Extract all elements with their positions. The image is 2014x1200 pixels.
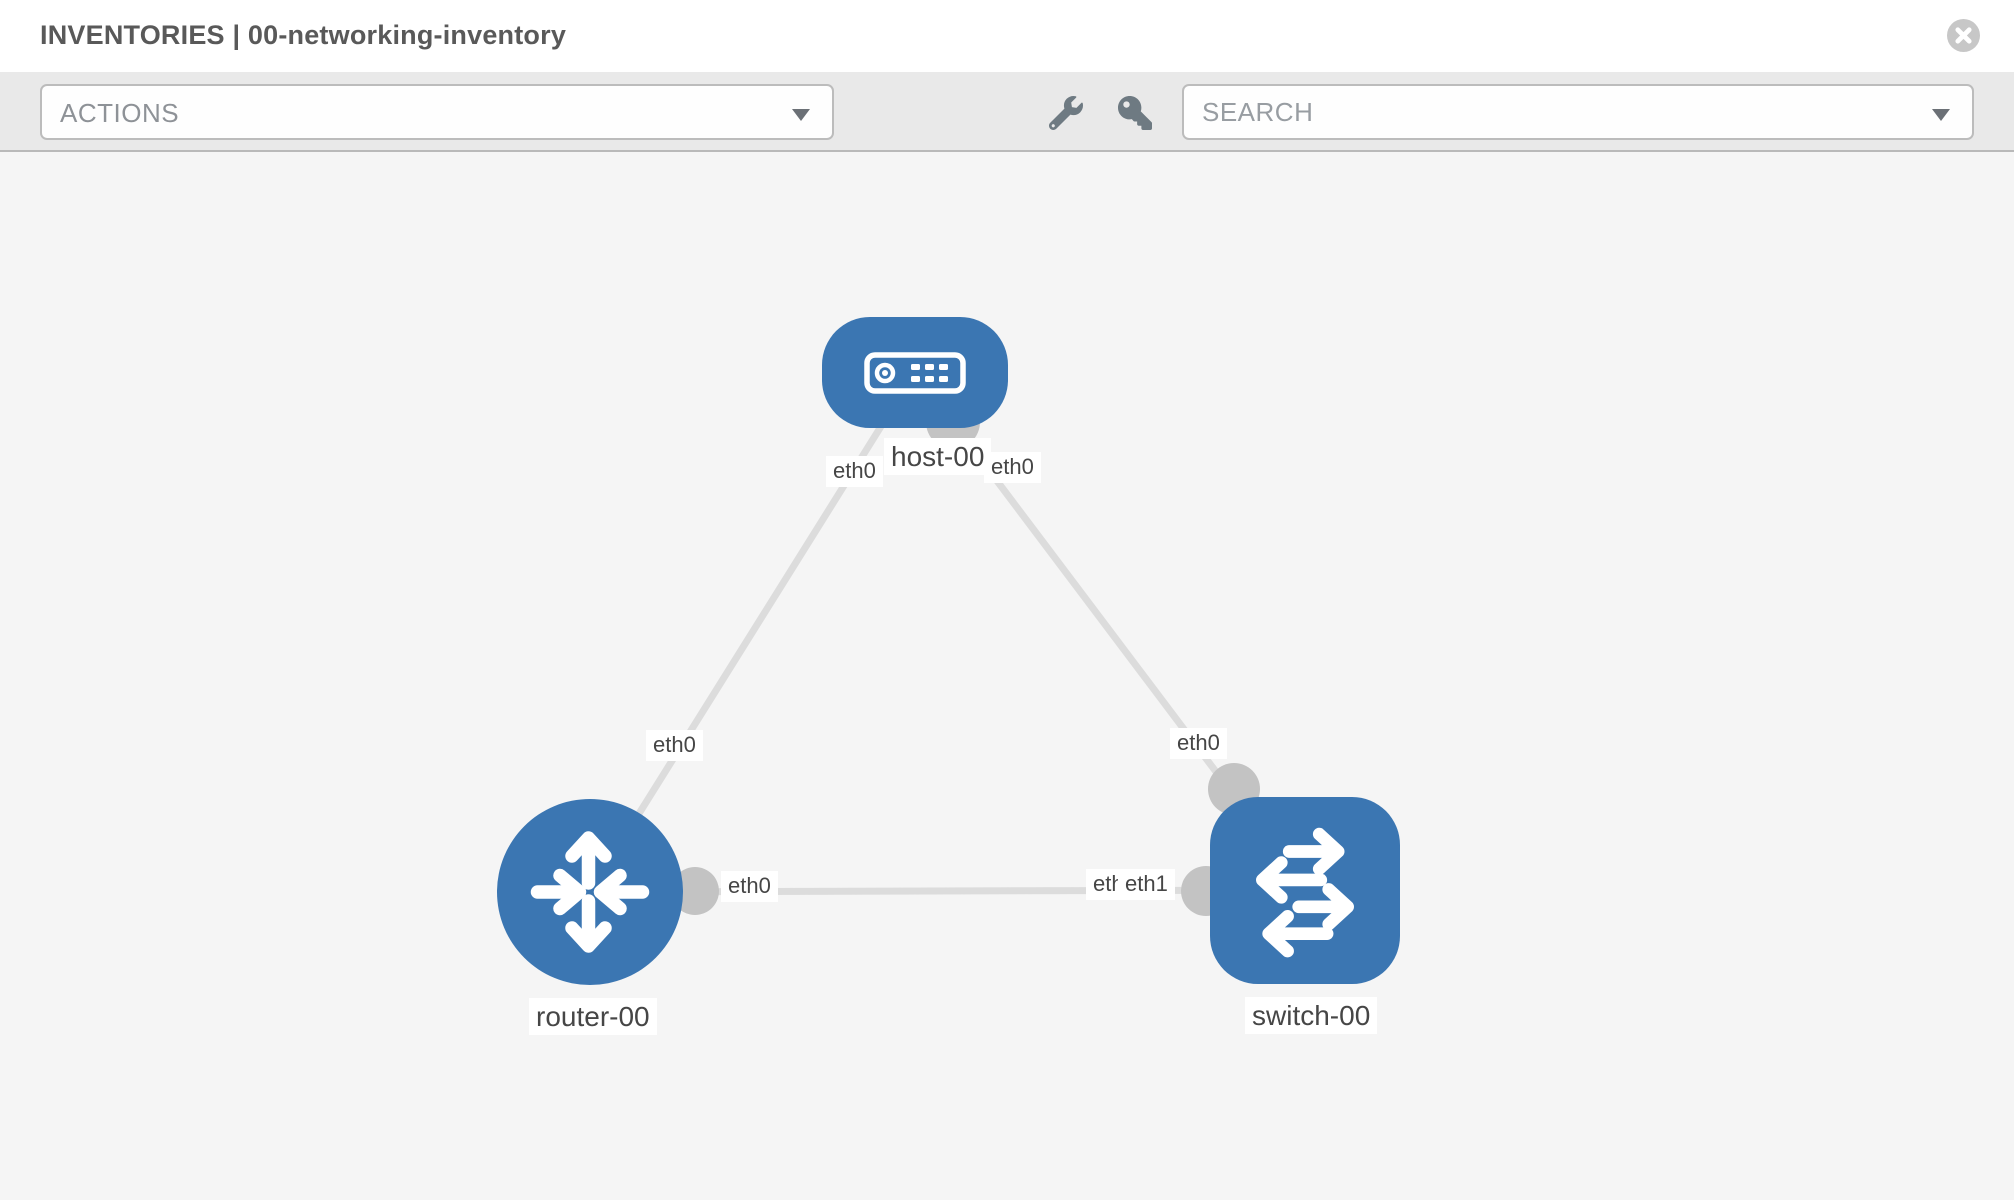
node-router-00[interactable] (497, 799, 683, 985)
server-icon (864, 351, 966, 394)
page-title: INVENTORIES | 00-networking-inventory (40, 20, 567, 50)
search-input[interactable] (1184, 86, 1972, 138)
interface-label-router-eth0: eth0 (721, 871, 778, 902)
wrench-icon (1048, 96, 1083, 131)
node-label-router: router-00 (529, 998, 657, 1036)
actions-dropdown-label: ACTIONS (60, 98, 180, 128)
interface-label-router-link-eth0: eth0 (646, 730, 703, 761)
search-dropdown[interactable] (1182, 84, 1974, 140)
credentials-button[interactable] (1118, 96, 1152, 130)
configure-button[interactable] (1048, 96, 1083, 131)
close-button[interactable] (1947, 19, 1980, 52)
key-icon (1118, 96, 1152, 130)
interface-label-switch-eth1: eth1 (1118, 869, 1175, 900)
interface-label-host-eth0-right: eth0 (984, 452, 1041, 483)
toolbar: ACTIONS (0, 72, 2014, 152)
header: INVENTORIES | 00-networking-inventory (0, 0, 2014, 72)
close-icon (1955, 27, 1972, 44)
chevron-down-icon (792, 109, 810, 121)
node-label-host: host-00 (884, 438, 992, 476)
actions-dropdown[interactable]: ACTIONS (40, 84, 834, 140)
node-switch-00[interactable] (1210, 797, 1400, 984)
router-icon (530, 831, 650, 953)
interface-label-host-eth0-left: eth0 (826, 456, 883, 487)
switch-icon (1256, 827, 1354, 957)
topology-links-layer (587, 369, 1308, 916)
node-host-00[interactable] (822, 317, 1008, 428)
endpoint-dot-router (671, 867, 719, 915)
node-label-switch: switch-00 (1245, 997, 1378, 1035)
topology-canvas[interactable]: host-00 router-00 switch-00 eth0 eth0 et… (0, 152, 2014, 1200)
chevron-down-icon (1932, 109, 1950, 121)
interface-label-switch-link-eth0: eth0 (1170, 728, 1227, 759)
